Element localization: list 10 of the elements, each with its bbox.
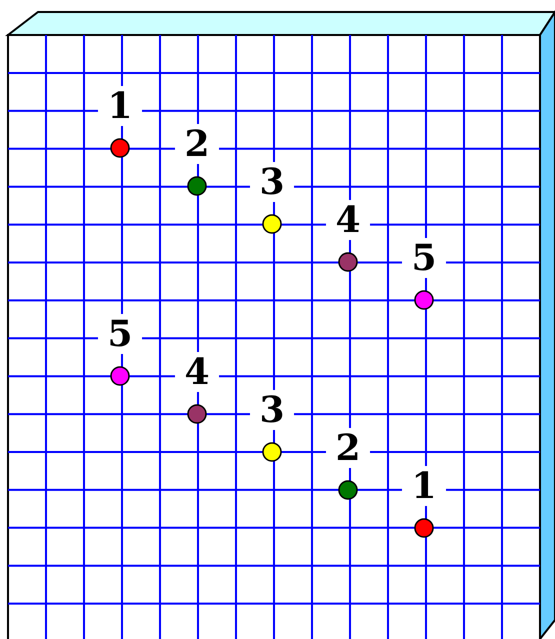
number-label: 5 [98, 314, 142, 354]
number-label: 3 [250, 162, 294, 202]
number-label: 2 [175, 124, 219, 164]
number-label: 4 [326, 200, 370, 240]
number-label: 1 [98, 86, 142, 126]
number-label: 3 [250, 390, 294, 430]
number-label: 2 [326, 428, 370, 468]
number-label: 1 [402, 466, 446, 506]
number-label: 5 [402, 238, 446, 278]
number-label: 4 [175, 352, 219, 392]
